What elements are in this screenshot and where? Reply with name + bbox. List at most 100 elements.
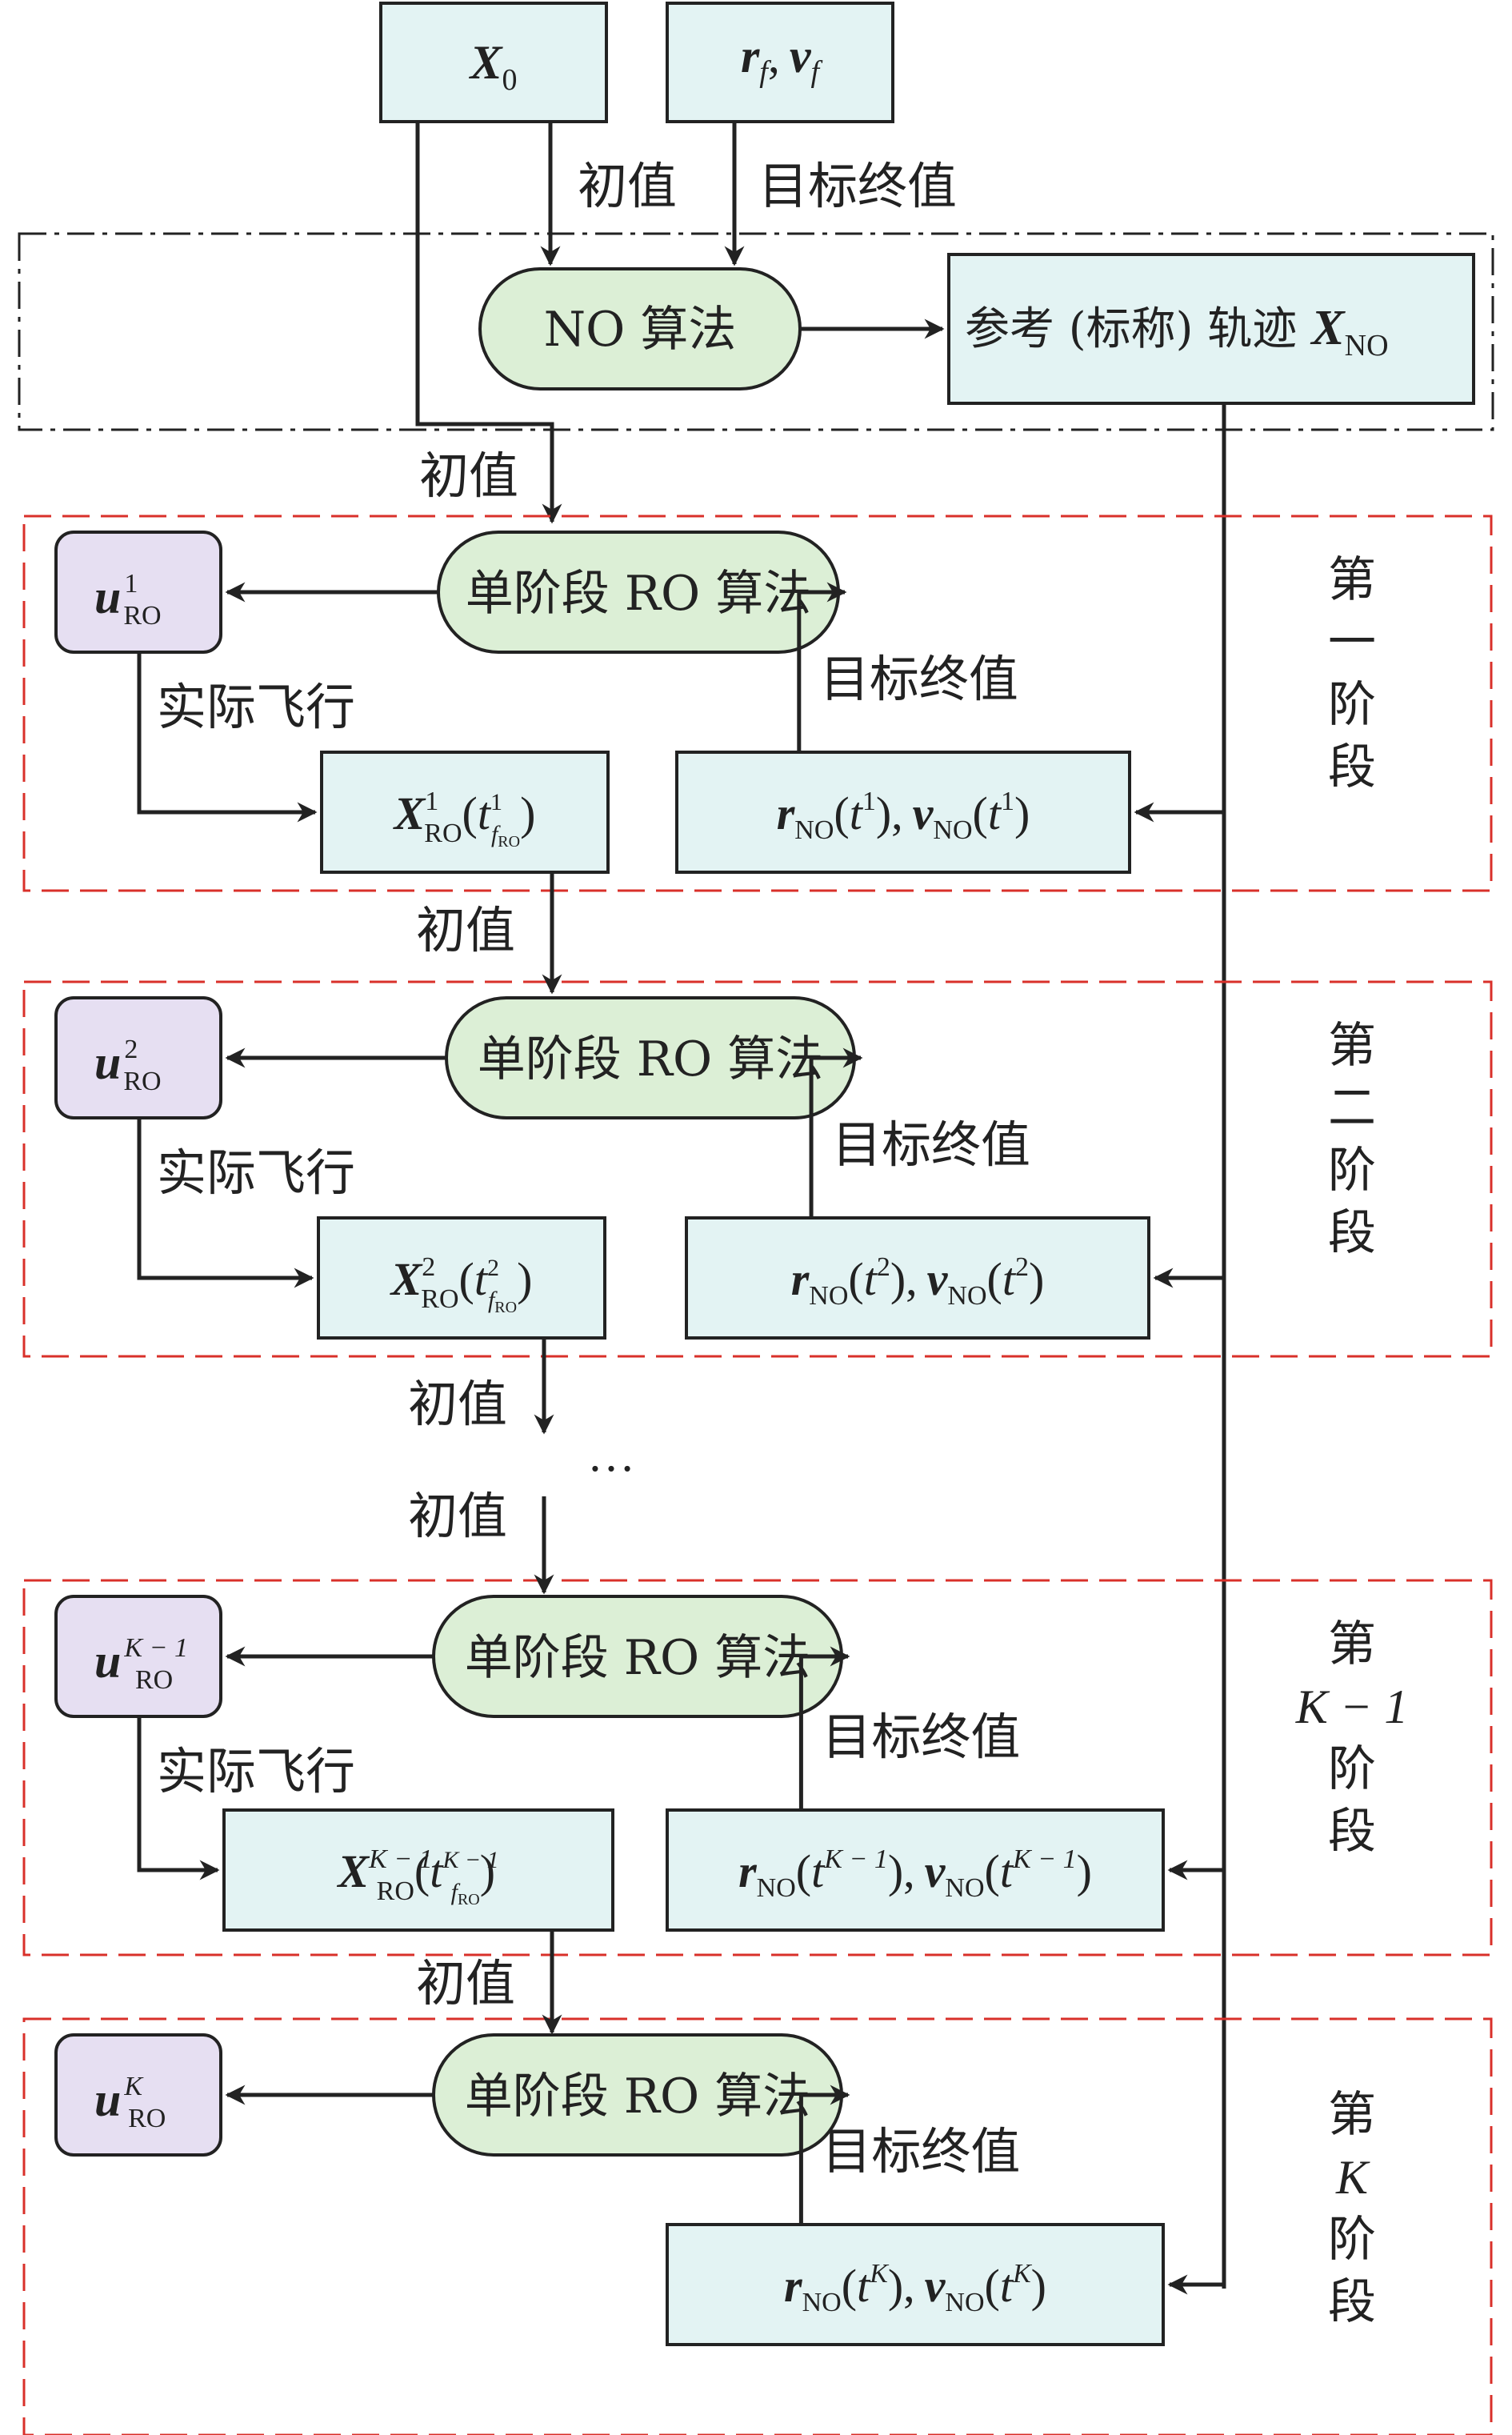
x-paren-close: ) [517, 1253, 532, 1305]
no-algorithm-label: NO 算法 [544, 302, 737, 358]
svg-text:X0: X0 [468, 36, 517, 97]
r-subscript: NO [809, 1281, 848, 1311]
t-symbol: t [850, 787, 864, 839]
ro-algorithm-label: 单阶段 RO 算法 [478, 1031, 824, 1087]
label-actual-flight: 实际飞行 [157, 678, 355, 736]
label-initial-no: 初值 [578, 157, 677, 215]
t-superscript-2: 1 [1001, 787, 1014, 816]
x-t-symbol: t [430, 1845, 444, 1897]
x-t-sub-ro: RO [458, 1891, 480, 1908]
arrow-stage1-to-stage2-label: 初值 [416, 901, 515, 959]
t-symbol-2: t [1002, 1253, 1017, 1305]
t-superscript: K [869, 2259, 890, 2289]
stage-label-line: 一 [1328, 615, 1376, 671]
actual-state-shape [222, 1808, 614, 1932]
arrow-control-to-state [137, 1118, 314, 1288]
t-symbol-2: t [1000, 1845, 1014, 1897]
label-target-terminal: 目标终值 [820, 650, 1018, 708]
x0-sub: 0 [502, 63, 518, 97]
paren-close-2: ) [1014, 787, 1030, 839]
paren-close: ), [888, 1845, 915, 1897]
x-paren-open: ( [459, 1253, 474, 1305]
svg-text:rf,vf: rf,vf [741, 30, 823, 89]
target-state-box: rNO(tK),vNO(tK) [666, 2223, 1165, 2346]
arrow-x0-to-stage1 [415, 122, 562, 524]
x-symbol: X [390, 1253, 423, 1305]
target-state-label: rNO(tK),vNO(tK) [784, 2259, 1046, 2317]
target-box-shape [675, 751, 1131, 874]
arrow-target-to-ro [798, 2085, 850, 2225]
control-box-shape [54, 996, 222, 1119]
r-subscript: NO [757, 1873, 796, 1903]
u-subscript: RO [123, 601, 161, 631]
v-subscript: NO [947, 1281, 986, 1311]
arrow-control-to-state [137, 1716, 220, 1880]
v-subscript: NO [945, 1873, 984, 1903]
arrow-stage2-to-ellipsis-label: 初值 [408, 1375, 507, 1433]
x-symbol: X [393, 787, 426, 839]
label-target-no: 目标终值 [758, 157, 957, 215]
label-initial-stage1: 初值 [419, 447, 518, 505]
v-symbol: v [913, 787, 934, 839]
t-superscript: 1 [862, 787, 876, 816]
x-subscript: RO [421, 1284, 458, 1314]
t-superscript: K − 1 [823, 1844, 888, 1874]
r-symbol: r [784, 2260, 802, 2312]
u-symbol: u [94, 1635, 121, 1688]
v-symbol: v [925, 2260, 946, 2312]
u-superscript: 2 [124, 1035, 138, 1064]
x-t-sub-ro: RO [498, 833, 520, 851]
target-box-shape [666, 2223, 1165, 2346]
t-superscript-2: 2 [1015, 1252, 1029, 1282]
t-symbol-2: t [1000, 2260, 1014, 2312]
stage-label-line: 阶 [1328, 2212, 1376, 2268]
ro-algorithm-node: 单阶段 RO 算法 [445, 996, 856, 1119]
x-superscript: 1 [425, 787, 438, 816]
target-box-shape [666, 1808, 1165, 1932]
no-region-frame [18, 232, 1494, 431]
reference-sub: NO [1345, 329, 1389, 362]
x-t-symbol: t [478, 787, 492, 839]
stage-label-line: 第 [1328, 552, 1376, 608]
control-box-shape [54, 531, 222, 654]
stage-label-line: 段 [1328, 2274, 1376, 2330]
control-box-shape [54, 2033, 222, 2157]
x-t-symbol: t [474, 1253, 489, 1305]
paren-open: ( [848, 1253, 863, 1305]
stage-label-line: 段 [1328, 1205, 1376, 1261]
ro-algorithm-node: 单阶段 RO 算法 [432, 2033, 843, 2157]
ro-algorithm-label: 单阶段 RO 算法 [465, 1630, 811, 1686]
stage-frame [22, 2017, 1493, 2435]
u-superscript: 1 [124, 569, 138, 599]
target-box-shape [685, 1216, 1150, 1340]
t-superscript-2: K [1012, 2259, 1033, 2289]
arrow-stage3-to-stage4-label: 初值 [416, 1954, 515, 2012]
paren-close-2: ) [1077, 1845, 1092, 1897]
u-symbol: u [94, 1036, 121, 1089]
paren-open-2: ( [973, 787, 988, 839]
u-subscript: RO [135, 1665, 173, 1695]
initial-state-box: X0 [379, 2, 608, 123]
stage-label-line: 第 [1328, 2087, 1376, 2143]
target-state-box: rf,vf [666, 2, 894, 123]
stage-label-line: 阶 [1328, 1143, 1376, 1199]
t-superscript: 2 [877, 1252, 890, 1282]
x-superscript: K − 1 [368, 1844, 433, 1874]
paren-open: ( [842, 2260, 857, 2312]
label-target-terminal: 目标终值 [832, 1115, 1030, 1174]
x-t-superscript: 1 [490, 789, 502, 815]
x-paren-open: ( [462, 787, 478, 839]
ro-algorithm-node: 单阶段 RO 算法 [437, 531, 840, 654]
v-symbol: v [927, 1253, 949, 1305]
